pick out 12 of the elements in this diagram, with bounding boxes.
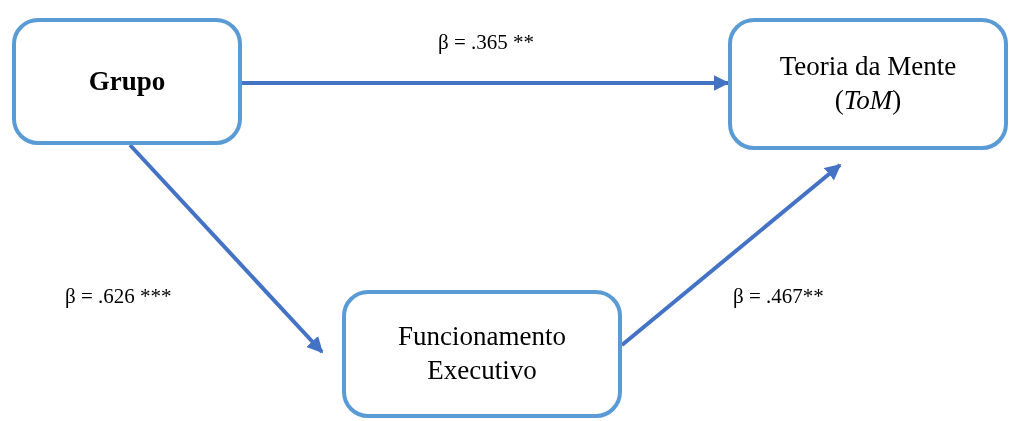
variable-name: Grupo [88,64,166,98]
edge-label: β = .365 ** [438,30,535,55]
arrow [128,143,324,354]
edge-label: β = .626 *** [65,284,172,309]
arrow [242,75,730,91]
edge-label: β = .467** [733,284,824,309]
variable-name: Funcionamento Executivo [397,320,567,387]
variable-box [12,18,242,145]
variable-box [728,18,1008,150]
arrow [620,163,842,347]
variable-box [342,290,622,418]
variable-name: Teoria da Mente (ToM) [778,50,958,117]
